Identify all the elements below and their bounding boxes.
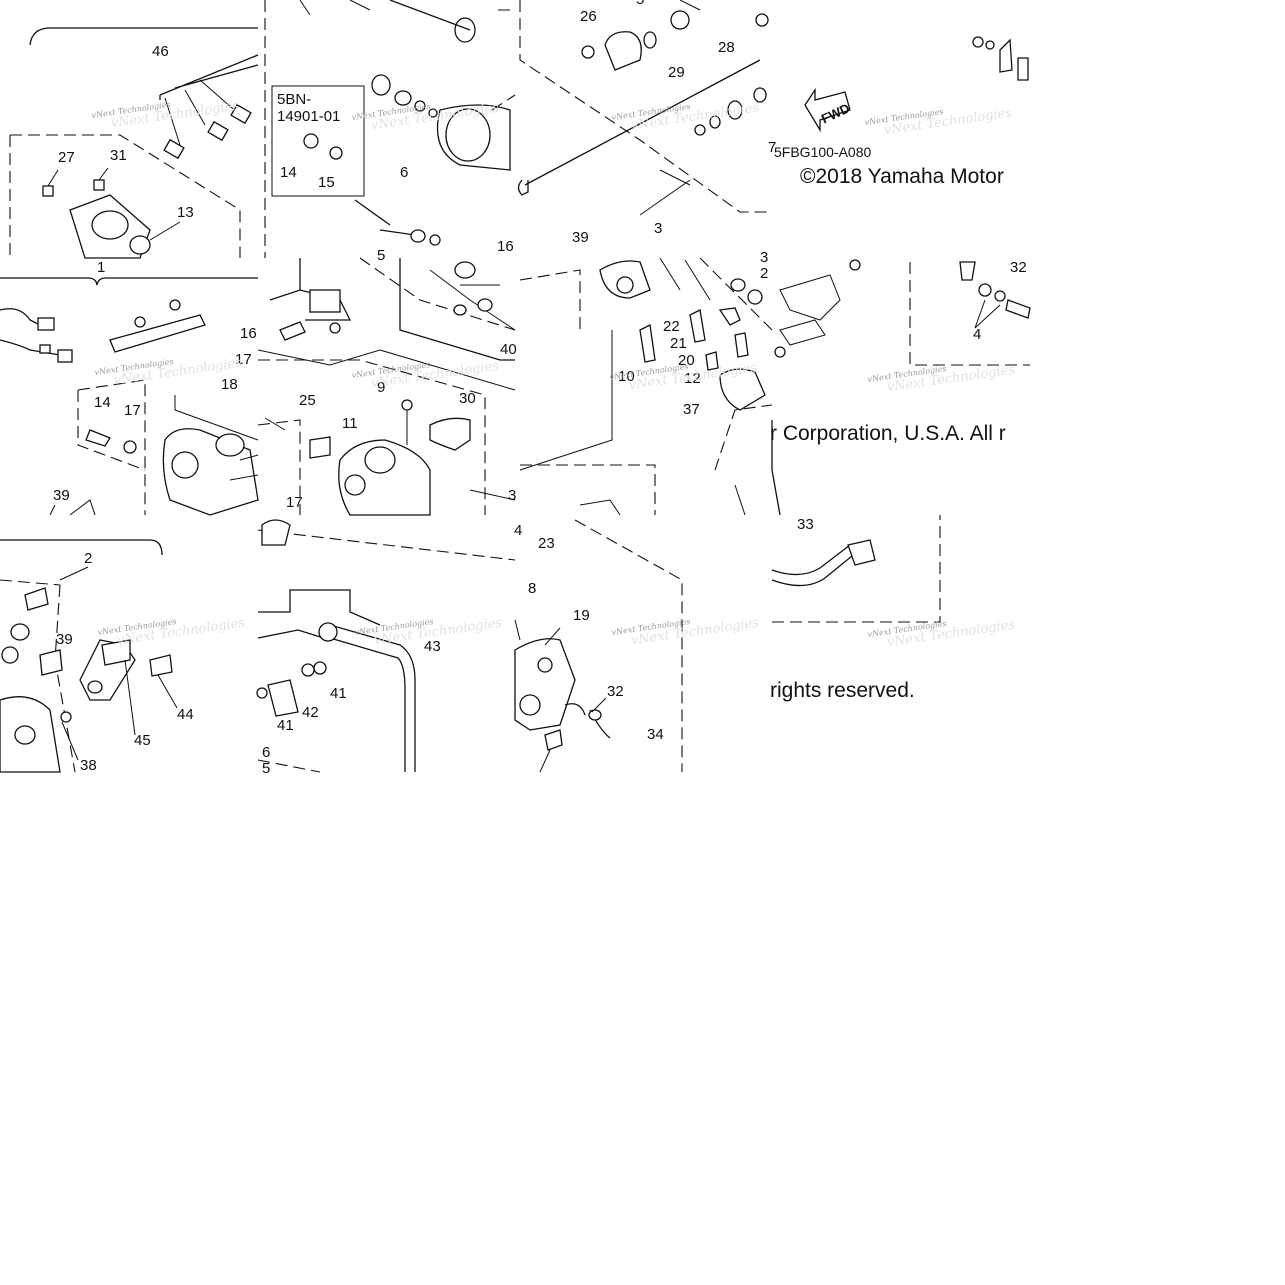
part-label: 16	[497, 238, 514, 255]
part-label: 37	[683, 401, 700, 418]
copyright-fragment: r Corporation, U.S.A. All r	[770, 422, 1006, 445]
part-label: 19	[573, 607, 590, 624]
part-label: 46	[152, 43, 169, 60]
part-label: 21	[670, 335, 687, 352]
part-label: 8	[528, 580, 536, 597]
part-label: 17	[124, 402, 141, 419]
drawing-code: 5FBG100-A080	[774, 144, 871, 160]
part-label: 42	[302, 704, 319, 721]
part-label: 10	[618, 368, 635, 385]
part-label: 2	[760, 265, 768, 282]
part-label: 43	[424, 638, 441, 655]
watermark-shadow: vNext Technologies	[370, 358, 500, 391]
part-label: 6	[262, 744, 270, 761]
part-label: 40	[500, 341, 517, 358]
part-label: 27	[58, 149, 75, 166]
part-label: 25	[299, 392, 316, 409]
fwd-arrow-icon	[804, 87, 851, 133]
part-label: 18	[221, 376, 238, 393]
watermark-shadow: vNext Technologies	[116, 615, 246, 648]
part-label: 23	[538, 535, 555, 552]
copyright-fragment: rights reserved.	[770, 679, 915, 702]
part-label: 39	[53, 487, 70, 504]
part-label: 45	[134, 732, 151, 749]
tile-bottom-middle	[256, 519, 516, 773]
part-label: 34	[647, 726, 664, 743]
copyright-notice: ©2018 Yamaha Motor r Corporation, U.S.A. …	[770, 165, 1006, 702]
part-label: 31	[110, 147, 127, 164]
part-label: 6	[400, 164, 408, 181]
part-label: 28	[718, 39, 735, 56]
tile-mid-right	[519, 257, 773, 516]
part-label: 17	[235, 351, 252, 368]
part-label: 14901-01	[277, 108, 340, 125]
part-label: 11	[342, 415, 358, 432]
part-label: 4	[514, 522, 522, 539]
part-label: 3	[508, 487, 516, 504]
part-label: 41	[277, 717, 294, 734]
part-label: 5BN-	[277, 91, 311, 108]
part-label: 5	[636, 0, 644, 8]
part-label: 16	[240, 325, 257, 342]
part-label: 14	[280, 164, 297, 181]
part-label: 15	[318, 174, 335, 191]
part-label: 9	[377, 379, 385, 396]
part-label: 2	[84, 550, 92, 567]
part-label: 17	[286, 494, 303, 511]
part-label: 20	[678, 352, 695, 369]
tile-center	[257, 257, 516, 516]
watermark-shadow: vNext Technologies	[630, 615, 760, 648]
part-label: 38	[80, 757, 97, 774]
watermark-shadow: vNext Technologies	[886, 362, 1016, 395]
part-label: 7	[768, 139, 776, 156]
part-label: 3	[654, 220, 662, 237]
tile-bottom-left	[0, 539, 178, 773]
tile-top-left	[0, 27, 259, 286]
part-label: 5	[262, 760, 270, 777]
part-label: 32	[607, 683, 624, 700]
tile-top-far-right: FWD 5FBG100-A080	[774, 36, 1029, 160]
part-label: 22	[663, 318, 680, 335]
part-label: 13	[177, 204, 194, 221]
tile-bottom-right	[514, 519, 683, 773]
part-label: 14	[94, 394, 111, 411]
tile-top-right	[517, 0, 772, 216]
part-label: 3	[760, 249, 768, 266]
part-label: 29	[668, 64, 685, 81]
part-number-labels: 4627311315BN-14901-011415652652829739316…	[53, 0, 1027, 777]
tile-top-middle	[264, 0, 516, 258]
tile-mid-left	[0, 299, 259, 516]
part-label: 41	[330, 685, 347, 702]
part-label: 33	[797, 516, 814, 533]
part-label: 1	[97, 259, 105, 276]
part-label: 39	[56, 631, 73, 648]
part-label: 12	[684, 370, 701, 387]
part-label: 5	[377, 247, 385, 264]
part-label: 4	[973, 326, 981, 343]
watermark-shadow: vNext Technologies	[883, 105, 1013, 138]
part-label: 44	[177, 706, 194, 723]
part-label: 39	[572, 229, 589, 246]
part-label: 32	[1010, 259, 1027, 276]
part-label: 26	[580, 8, 597, 25]
part-label: 30	[459, 390, 476, 407]
tile-mid-far-right	[771, 259, 1031, 516]
copyright-fragment: ©2018 Yamaha Motor	[800, 165, 1004, 188]
tile-bottom-far-right	[771, 515, 941, 623]
